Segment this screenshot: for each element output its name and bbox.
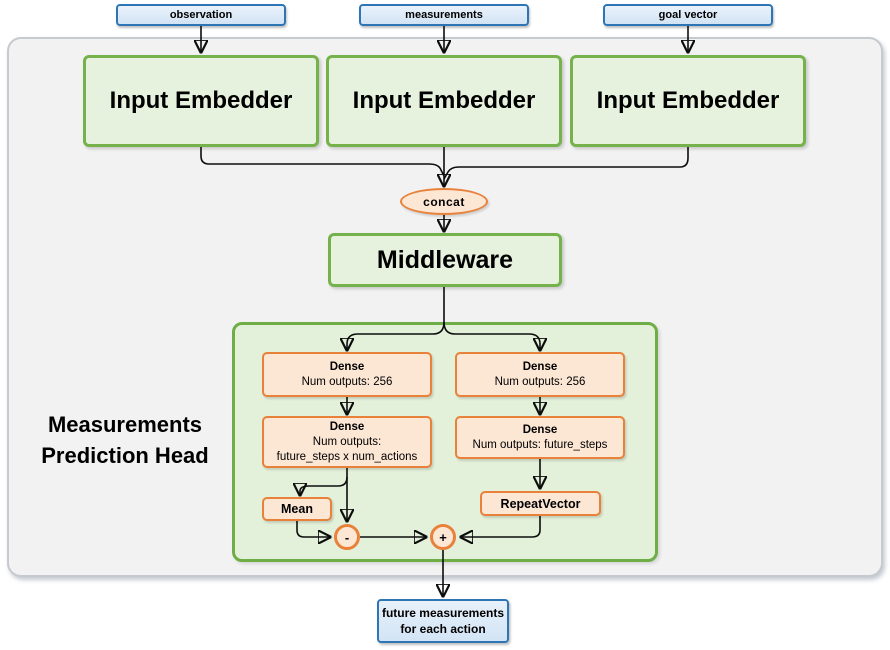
subtract-operator: - [334, 524, 360, 550]
concat-node: concat [400, 188, 488, 215]
dense-subtitle: Num outputs: 256 [301, 375, 393, 388]
plus-sign: + [439, 529, 447, 545]
dense-right-1: Dense Num outputs: 256 [455, 352, 625, 397]
mean-block: Mean [262, 497, 332, 521]
add-operator: + [430, 524, 456, 550]
dense-right-2: Dense Num outputs: future_steps [455, 416, 625, 459]
concat-label: concat [423, 194, 465, 209]
input-node-measurements: measurements [359, 4, 529, 26]
dense-title: Dense [522, 423, 558, 436]
embedder-label: Input Embedder [352, 87, 536, 114]
input-node-observation: observation [116, 4, 286, 26]
input-embedder-measurements: Input Embedder [326, 55, 562, 147]
dense-subtitle-line1: Num outputs: [312, 435, 382, 448]
dense-title: Dense [329, 420, 365, 433]
input-embedder-goal-vector: Input Embedder [570, 55, 806, 147]
minus-sign: - [344, 529, 350, 545]
input-embedder-observation: Input Embedder [83, 55, 319, 147]
repeat-vector-label: RepeatVector [500, 496, 581, 511]
repeat-vector-block: RepeatVector [480, 491, 601, 516]
dense-subtitle: Num outputs: 256 [494, 375, 586, 388]
prediction-head-title-line2: Prediction Head [41, 443, 209, 468]
dense-subtitle: Num outputs: future_steps [472, 438, 608, 451]
output-label-line1: future measurements [381, 606, 505, 620]
input-node-label: observation [169, 9, 233, 21]
embedder-label: Input Embedder [596, 87, 780, 114]
dense-title: Dense [329, 360, 365, 373]
prediction-head-title: Measurements Prediction Head [18, 409, 232, 471]
output-label-line2: for each action [400, 622, 486, 636]
embedder-label: Input Embedder [109, 87, 293, 114]
middleware-label: Middleware [376, 245, 514, 274]
output-node-future-measurements: future measurements for each action [377, 599, 509, 643]
dense-left-2: Dense Num outputs: future_steps x num_ac… [262, 416, 432, 468]
mean-label: Mean [281, 502, 313, 516]
input-node-label: goal vector [658, 9, 718, 21]
middleware-block: Middleware [328, 233, 562, 287]
input-node-goal-vector: goal vector [603, 4, 773, 26]
prediction-head-title-line1: Measurements [47, 412, 203, 437]
dense-left-1: Dense Num outputs: 256 [262, 352, 432, 397]
input-node-label: measurements [405, 9, 483, 21]
dense-title: Dense [522, 360, 558, 373]
dense-subtitle-line2: future_steps x num_actions [276, 450, 418, 463]
